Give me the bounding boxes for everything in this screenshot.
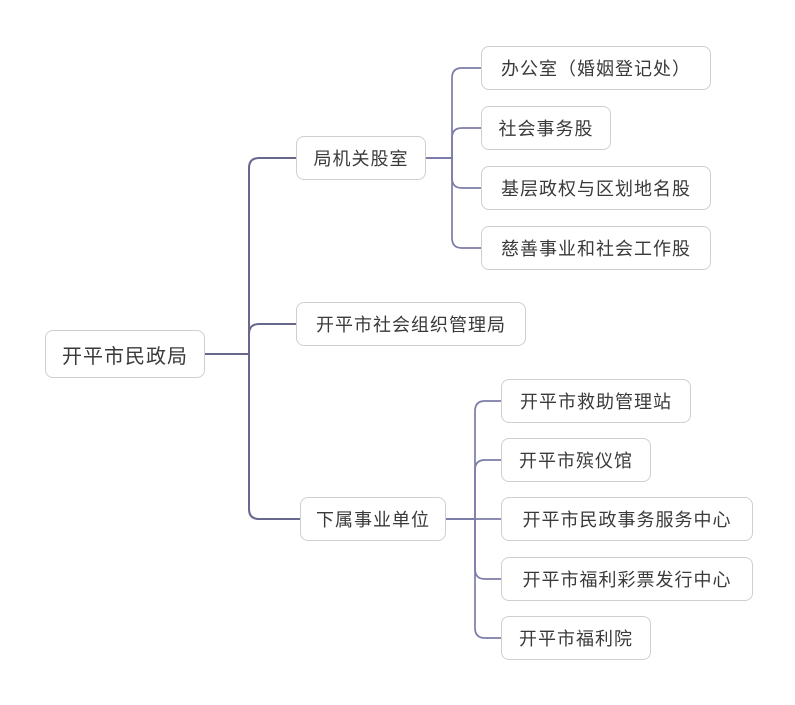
connector-branch3-child2 <box>445 459 502 520</box>
connectors-level-2 <box>425 67 502 639</box>
connector-root-to-branch-3 <box>204 353 301 520</box>
connector-branch1-child3 <box>425 157 482 189</box>
node-leaf-welfare-lottery-center[interactable]: 开平市福利彩票发行中心 <box>501 557 753 601</box>
node-leaf-rescue-station[interactable]: 开平市救助管理站 <box>501 379 691 423</box>
node-leaf-office-marriage-registry[interactable]: 办公室（婚姻登记处） <box>481 46 711 90</box>
node-leaf-grassroots-division-names[interactable]: 基层政权与区划地名股 <box>481 166 711 210</box>
node-branch-bureau-sections[interactable]: 局机关股室 <box>296 136 426 180</box>
connector-branch3-child5 <box>445 518 502 639</box>
connectors-level-1 <box>204 157 301 520</box>
node-leaf-charity-social-work[interactable]: 慈善事业和社会工作股 <box>481 226 711 270</box>
connector-root-to-branch-1 <box>204 157 297 355</box>
connector-branch1-child4 <box>425 157 482 249</box>
connector-root-to-branch-2 <box>204 323 297 355</box>
node-leaf-social-affairs[interactable]: 社会事务股 <box>481 106 611 150</box>
node-branch-subordinate-units[interactable]: 下属事业单位 <box>300 497 446 541</box>
node-root[interactable]: 开平市民政局 <box>45 330 205 378</box>
node-leaf-welfare-institute[interactable]: 开平市福利院 <box>501 616 651 660</box>
connector-branch3-child1 <box>445 400 502 520</box>
connector-branch3-child4 <box>445 518 502 580</box>
connector-branch1-child1 <box>425 67 482 159</box>
node-leaf-civil-affairs-service-center[interactable]: 开平市民政事务服务中心 <box>501 497 753 541</box>
node-leaf-funeral-home[interactable]: 开平市殡仪馆 <box>501 438 651 482</box>
connector-branch1-child2 <box>425 127 482 159</box>
node-branch-social-org-admin[interactable]: 开平市社会组织管理局 <box>296 302 526 346</box>
